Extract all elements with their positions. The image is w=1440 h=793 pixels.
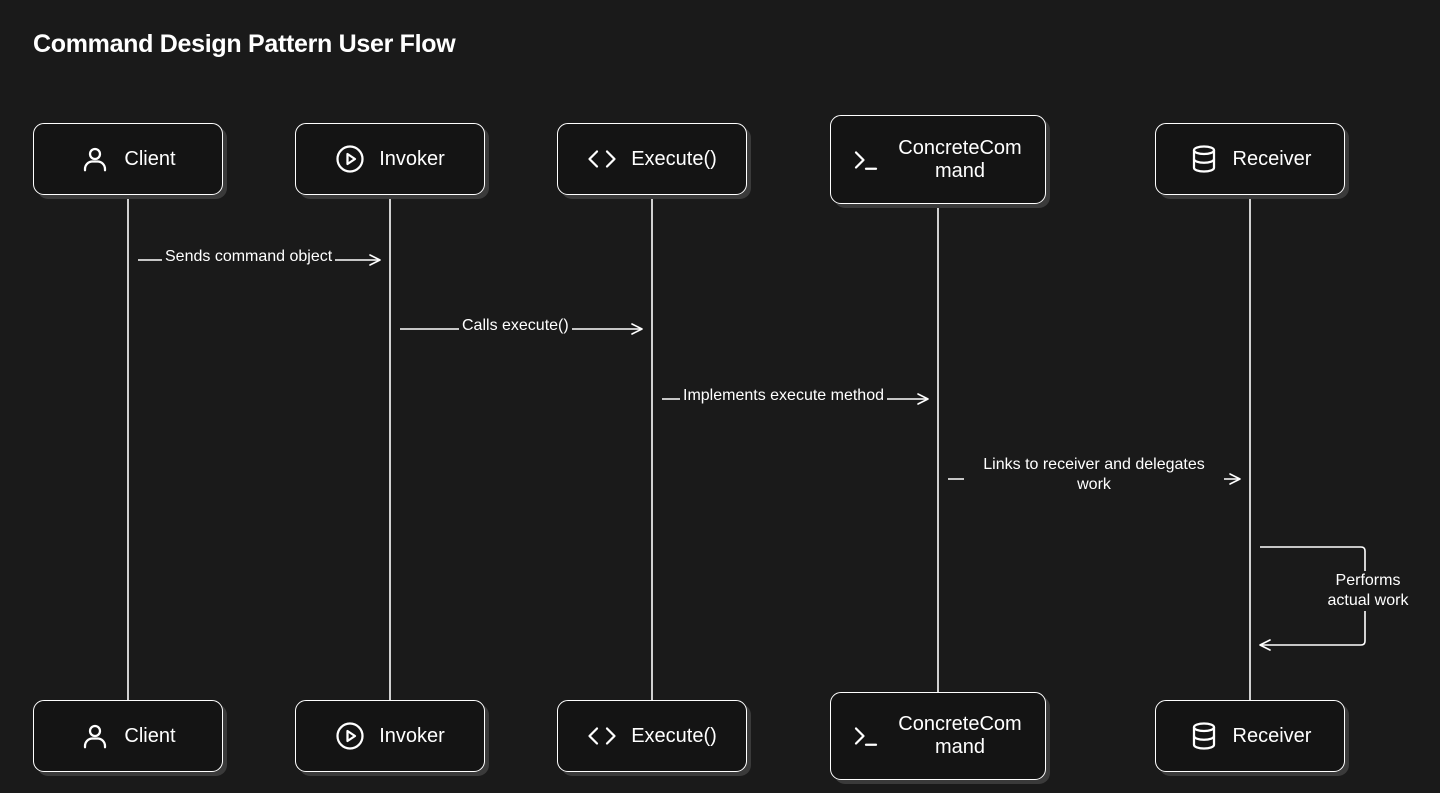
participant-label: Invoker: [379, 724, 445, 747]
code-icon: [587, 144, 617, 174]
participant-invoker-top[interactable]: Invoker: [295, 123, 489, 199]
participant-receiver-bottom[interactable]: Receiver: [1155, 700, 1349, 776]
participant-label: ConcreteCom mand: [898, 713, 1022, 758]
participant-label: Invoker: [379, 147, 445, 170]
participant-label: Receiver: [1232, 724, 1312, 747]
terminal-icon: [851, 721, 881, 751]
code-icon: [587, 721, 617, 751]
play-circle-icon: [335, 144, 365, 174]
participant-concrete-top[interactable]: ConcreteCom mand: [830, 115, 1050, 208]
message-label-1: Sends command object: [162, 247, 336, 267]
message-label-4: Links to receiver and delegates work: [964, 455, 1224, 495]
participant-invoker-bottom[interactable]: Invoker: [295, 700, 489, 776]
participant-label: ConcreteCom mand: [898, 136, 1022, 182]
participant-label: Execute(): [631, 147, 717, 170]
participant-label: Client: [124, 724, 176, 747]
database-icon: [1189, 721, 1219, 751]
participant-execute-bottom[interactable]: Execute(): [557, 700, 751, 776]
participant-label: Receiver: [1232, 147, 1312, 170]
user-icon: [80, 721, 110, 751]
terminal-icon: [851, 145, 881, 175]
play-circle-icon: [335, 721, 365, 751]
participant-label: Execute(): [631, 724, 717, 747]
message-label-5: Performs actual work: [1316, 571, 1420, 611]
diagram-title: Command Design Pattern User Flow: [33, 30, 456, 58]
participant-client-bottom[interactable]: Client: [33, 700, 227, 776]
database-icon: [1189, 144, 1219, 174]
user-icon: [80, 144, 110, 174]
participant-receiver-top[interactable]: Receiver: [1155, 123, 1349, 199]
participant-concrete-bottom[interactable]: ConcreteCom mand: [830, 692, 1050, 784]
participant-label: Client: [124, 147, 176, 170]
participant-client-top[interactable]: Client: [33, 123, 227, 199]
participant-execute-top[interactable]: Execute(): [557, 123, 751, 199]
message-label-3: Implements execute method: [680, 386, 887, 406]
message-label-2: Calls execute(): [459, 316, 572, 336]
